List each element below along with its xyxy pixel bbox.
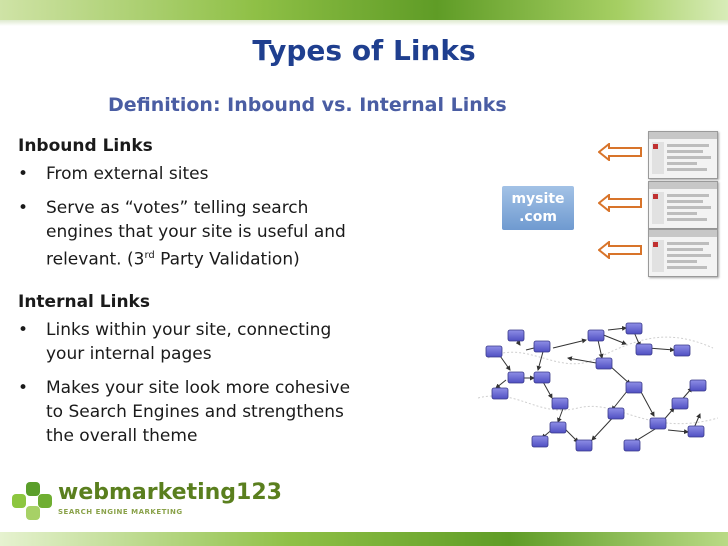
mysite-label-line2: .com (519, 209, 557, 225)
bullet-dot: • (18, 378, 29, 398)
bullet-dot: • (18, 320, 29, 340)
internal-bullet-1-line1: Links within your site, connecting (46, 320, 332, 340)
inbound-bullet-2-line2: engines that your site is useful and (46, 222, 346, 242)
webmarketing123-logo: webmarketing123 SEARCH ENGINE MARKETING (10, 478, 282, 528)
inbound-line3-a: relevant. (3 (46, 249, 145, 270)
inbound-bullet-2-line1: Serve as “votes” telling search (46, 198, 309, 218)
internal-bullet-2-line1: Makes your site look more cohesive (46, 378, 351, 398)
inbound-arrow-2 (598, 194, 642, 212)
inbound-line3-b: Party Validation) (154, 249, 300, 270)
mysite-box: mysite .com (502, 186, 574, 230)
inbound-bullet-2-line3: relevant. (3rd Party Validation) (46, 244, 300, 272)
top-accent-bar (0, 0, 728, 20)
slide-subtitle: Definition: Inbound vs. Internal Links (108, 94, 507, 116)
bullet-dot: • (18, 164, 29, 184)
internal-heading: Internal Links (18, 292, 150, 312)
external-site-thumbnail (648, 131, 718, 179)
inbound-bullet-1-text: From external sites (46, 164, 209, 184)
logo-tagline: SEARCH ENGINE MARKETING (58, 508, 183, 516)
logo-wordmark: webmarketing123 (58, 480, 282, 505)
inbound-line3-sup: rd (144, 250, 155, 261)
logo-mark-icon (12, 482, 52, 520)
top-accent-shade (0, 20, 728, 26)
internal-bullet-1-line2: your internal pages (46, 344, 212, 364)
internal-link-network-diagram (478, 322, 718, 452)
external-site-thumbnail (648, 181, 718, 229)
mysite-label-line1: mysite (511, 191, 565, 207)
inbound-heading: Inbound Links (18, 136, 153, 156)
internal-bullet-2-line3: the overall theme (46, 426, 198, 446)
slide-title: Types of Links (252, 34, 476, 67)
external-site-thumbnail (648, 229, 718, 277)
inbound-arrow-3 (598, 241, 642, 259)
bullet-dot: • (18, 198, 29, 218)
internal-bullet-2-line2: to Search Engines and strengthens (46, 402, 344, 422)
inbound-arrow-1 (598, 143, 642, 161)
bottom-accent-bar (0, 532, 728, 546)
